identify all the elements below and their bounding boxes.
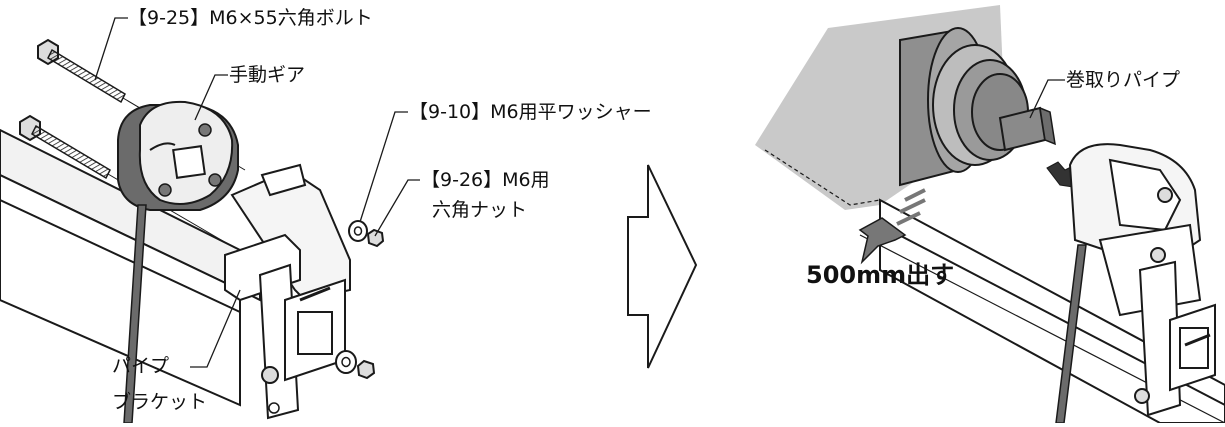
pipe-bracket <box>224 163 351 420</box>
manual-gear-label: 手動ギア <box>229 64 306 86</box>
left-panel <box>0 17 420 424</box>
pull-direction-arrow <box>858 188 926 265</box>
manual-gear <box>117 100 239 424</box>
hex-nut-label-line2: 六角ナット <box>432 199 528 221</box>
hex-bolt-lower <box>19 114 236 249</box>
winding-roll <box>899 27 1056 187</box>
pipe-bracket-label-line2: ブラケット <box>112 391 208 413</box>
flat-washer-label: 【9-10】M6用平ワッシャー <box>409 101 652 123</box>
hex-nut-lower <box>356 359 376 380</box>
main-pipe <box>0 128 261 407</box>
winding-pipe-label: 巻取りパイプ <box>1066 69 1181 91</box>
pipe-bracket-label-line1: パイプ <box>112 355 170 377</box>
flat-washer-lower <box>335 350 357 374</box>
leader-lines-left <box>94 17 420 368</box>
right-panel <box>755 5 1225 424</box>
bolt-label: 【9-25】M6×55六角ボルト <box>128 7 373 29</box>
flat-washer-upper <box>348 220 368 242</box>
pull-out-label: 500mm出す <box>806 261 955 289</box>
leader-lines-right <box>1029 79 1065 119</box>
hex-nut-label-line1: 【9-26】M6用 <box>421 169 550 191</box>
pipe-bracket-right <box>1055 143 1216 424</box>
hex-nut-upper <box>366 228 385 248</box>
transition-arrow <box>627 164 698 369</box>
